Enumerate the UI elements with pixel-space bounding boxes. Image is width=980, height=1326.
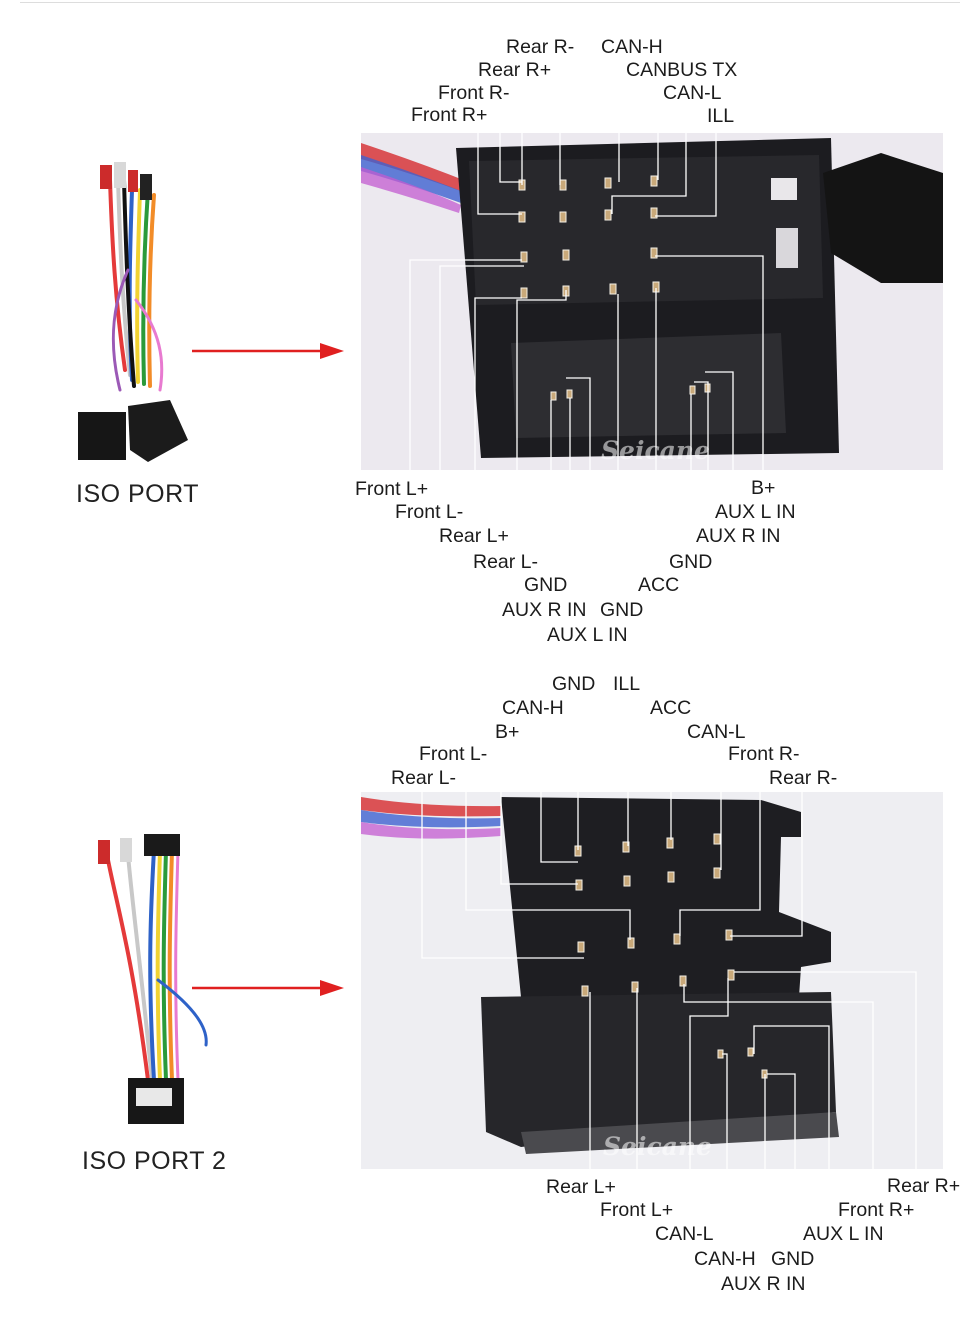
label-ill-1: ILL: [707, 105, 734, 127]
arrow-2: [192, 980, 344, 996]
label-acc-1: ACC: [638, 574, 679, 596]
label-rear-l-minus-2: Rear L-: [391, 767, 456, 789]
label-gnd-1a: GND: [669, 551, 712, 573]
label-can-h-1: CAN-H: [601, 36, 663, 58]
label-aux-l-in-1a: AUX L IN: [715, 501, 796, 523]
label-front-r-minus-1: Front R-: [438, 82, 510, 104]
label-front-r-plus-2: Front R+: [838, 1199, 914, 1221]
label-ill-2: ILL: [613, 673, 640, 695]
labels-connector-2: GND ILL CAN-H ACC B+ CAN-L Front L- Fron…: [391, 673, 960, 1295]
watermark-2: Seicane: [603, 1132, 712, 1161]
label-front-l-minus-2: Front L-: [419, 743, 487, 765]
harness-thumbnail-2: [88, 830, 228, 1130]
label-rear-l-plus-2: Rear L+: [546, 1176, 616, 1198]
port-label-1: ISO PORT: [76, 480, 200, 508]
label-canbus-tx-1: CANBUS TX: [626, 59, 737, 81]
label-aux-r-in-1a: AUX R IN: [696, 525, 781, 547]
label-front-r-minus-2: Front R-: [728, 743, 800, 765]
label-b-plus-1: B+: [751, 477, 775, 499]
label-front-l-plus-1: Front L+: [355, 478, 428, 500]
leaders-connector-1: [409, 58, 764, 646]
label-front-r-plus-1: Front R+: [411, 104, 487, 126]
label-front-l-plus-2: Front L+: [600, 1199, 673, 1221]
labels-connector-1: Rear R- CAN-H Rear R+ CANBUS TX Front R-…: [355, 36, 796, 646]
pins-connector-1: [518, 175, 711, 401]
label-rear-r-plus-1: Rear R+: [478, 59, 551, 81]
label-rear-r-minus-2: Rear R-: [769, 767, 837, 789]
arrow-1: [192, 343, 344, 359]
leaders-connector-2: [421, 694, 917, 1270]
label-aux-l-in-2: AUX L IN: [803, 1223, 884, 1245]
label-gnd-2b: GND: [771, 1248, 814, 1270]
label-aux-r-in-1b: AUX R IN: [502, 599, 587, 621]
connector-photo-1: Seicane: [361, 133, 943, 470]
label-acc-2: ACC: [650, 697, 691, 719]
label-front-l-minus-1: Front L-: [395, 501, 463, 523]
harness-thumbnail-1: [70, 150, 210, 470]
label-can-l-2b: CAN-L: [655, 1223, 714, 1245]
pins-connector-2: [574, 833, 768, 1079]
label-gnd-2a: GND: [552, 673, 595, 695]
label-rear-r-minus-1: Rear R-: [506, 36, 574, 58]
label-aux-r-in-2: AUX R IN: [721, 1273, 806, 1295]
label-rear-r-plus-2: Rear R+: [887, 1175, 960, 1197]
label-gnd-1c: GND: [600, 599, 643, 621]
label-rear-l-plus-1: Rear L+: [439, 525, 509, 547]
label-can-h-2b: CAN-H: [694, 1248, 756, 1270]
top-divider: [20, 2, 960, 3]
label-can-l-1: CAN-L: [663, 82, 722, 104]
label-b-plus-2: B+: [495, 721, 519, 743]
label-can-l-2a: CAN-L: [687, 721, 746, 743]
connector-photo-2: Seicane: [361, 792, 943, 1169]
port-label-2: ISO PORT 2: [82, 1147, 227, 1175]
label-rear-l-minus-1: Rear L-: [473, 551, 538, 573]
label-gnd-1b: GND: [524, 574, 567, 596]
label-can-h-2a: CAN-H: [502, 697, 564, 719]
label-aux-l-in-1b: AUX L IN: [547, 624, 628, 646]
